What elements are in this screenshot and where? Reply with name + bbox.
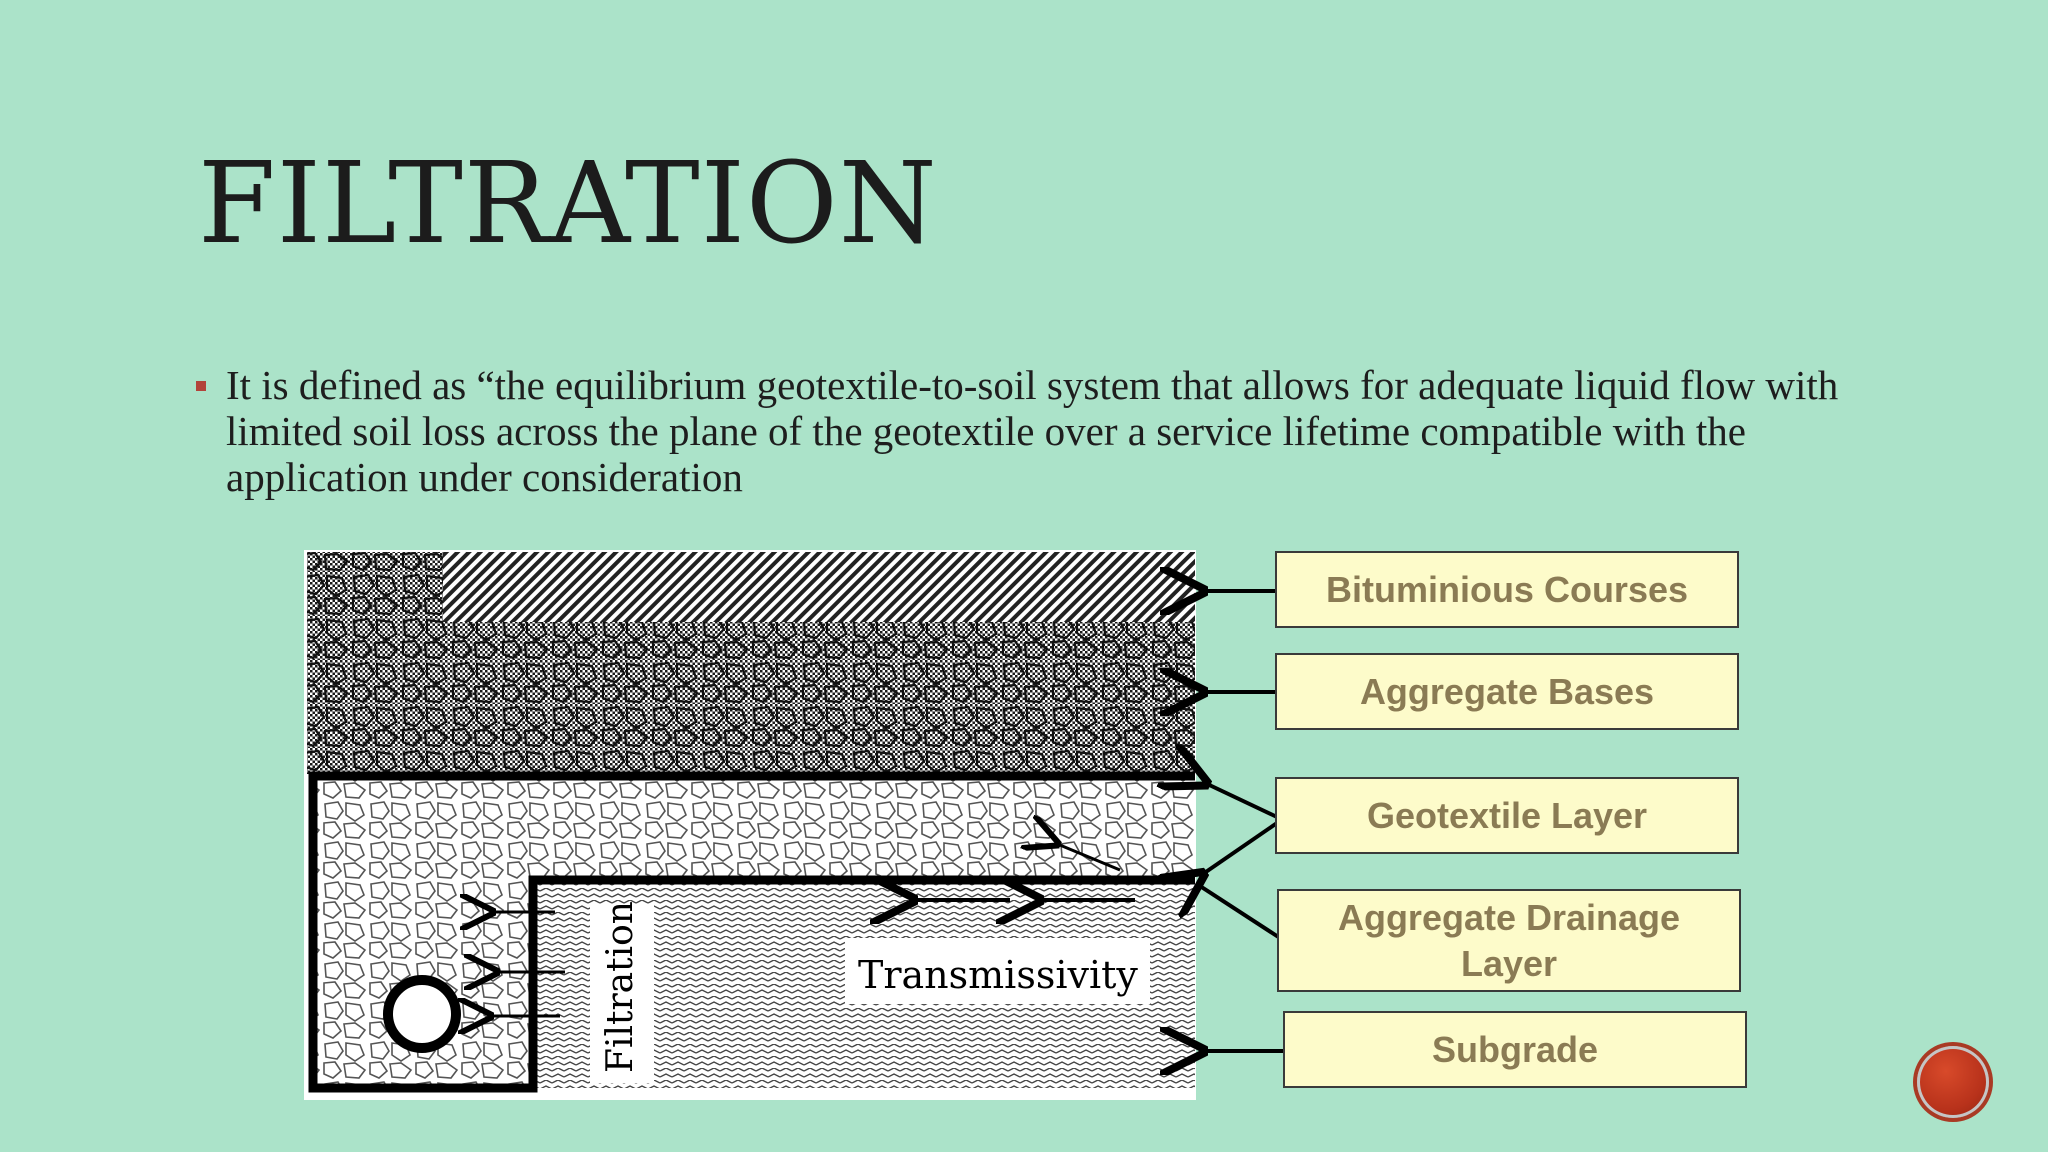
bullet-text: It is defined as “the equilibrium geotex… <box>226 362 1839 500</box>
filtration-label: Filtration <box>600 901 641 1073</box>
label-geotextile-layer: Geotextile Layer <box>1275 777 1739 854</box>
bullet-list: It is defined as “the equilibrium geotex… <box>196 362 1846 500</box>
bullet-square-icon <box>196 381 206 391</box>
label-aggregate-bases: Aggregate Bases <box>1275 653 1739 730</box>
slide-title: FILTRATION <box>198 139 938 269</box>
label-subgrade: Subgrade <box>1283 1011 1747 1088</box>
label-bituminous-courses: Bituminious Courses <box>1275 551 1739 628</box>
red-circle-button-icon[interactable] <box>1917 1046 1989 1118</box>
label-aggregate-drainage-layer: Aggregate Drainage Layer <box>1277 889 1741 992</box>
transmissivity-label: Transmissivity <box>858 953 1138 997</box>
